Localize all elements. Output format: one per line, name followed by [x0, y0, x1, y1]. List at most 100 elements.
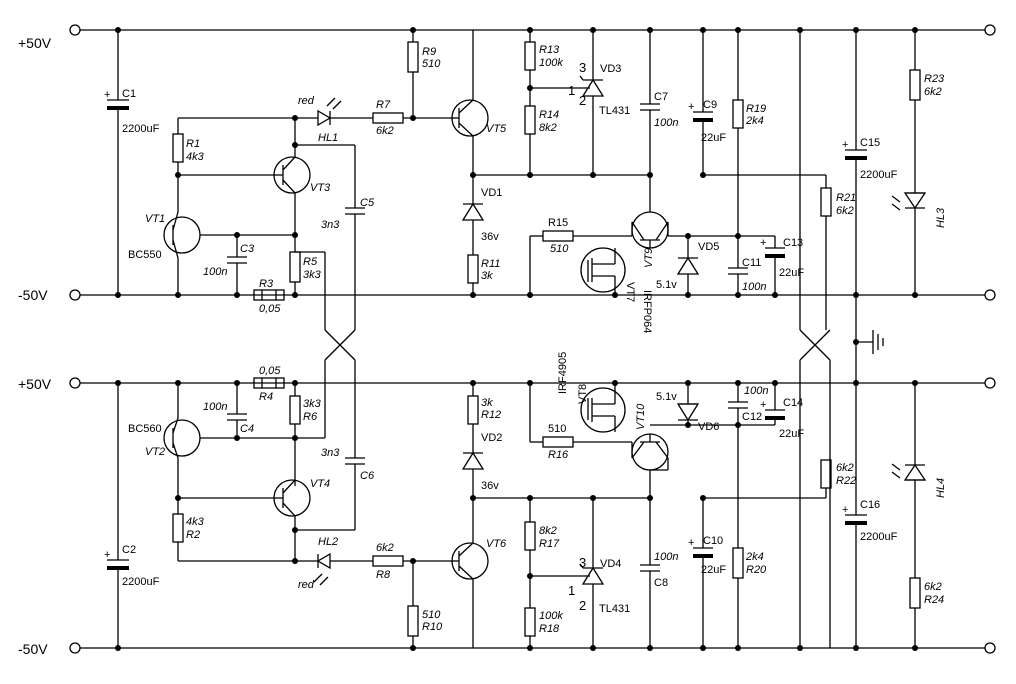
svg-text:+: +	[760, 237, 766, 249]
c12-ref: C12	[742, 411, 762, 423]
vd3-pin-ref: 1	[568, 83, 575, 98]
junction-dots	[115, 27, 918, 651]
r1-value: 4k3	[186, 151, 205, 163]
capacitor-c10: + C10 22uF	[688, 498, 726, 648]
capacitor-c3: C3 100n	[203, 235, 255, 295]
r11-ref: R11	[481, 258, 500, 270]
vd2-ref: VD2	[481, 432, 502, 444]
c9-value: 22uF	[701, 132, 726, 144]
r14-ref: R14	[539, 109, 559, 121]
capacitor-c16: + C16 2200uF	[842, 383, 898, 648]
led-hl3: HL3	[891, 192, 947, 295]
capacitor-c6: 3n3 C6	[295, 447, 375, 531]
resistor-r3: R3 0,05	[253, 278, 285, 315]
r8-ref: R8	[376, 569, 391, 581]
vt8-ref: VT8	[577, 384, 589, 404]
vt4-ref: VT4	[310, 478, 330, 490]
r19-value: 2k4	[745, 115, 764, 127]
c16-value: 2200uF	[860, 531, 898, 543]
vt9-ref: VT9	[643, 248, 655, 268]
vd4-pin-anode: 2	[579, 598, 586, 613]
resistor-r16: 510 R16	[529, 383, 632, 461]
c1-value: 2200uF	[122, 123, 160, 135]
vd6-ref: VD6	[698, 421, 719, 433]
capacitor-c8: 100n C8	[640, 470, 678, 648]
transistor-vt2: BC560 VT2	[128, 383, 201, 514]
capacitor-c9: + C9 22uF	[688, 30, 726, 175]
svg-text:+: +	[104, 89, 110, 101]
resistor-r18: 100k R18	[524, 607, 563, 648]
resistor-r2: 4k3 R2	[172, 513, 295, 562]
r20-ref: R20	[746, 564, 767, 576]
svg-text:+: +	[104, 549, 110, 561]
c11-ref: C11	[742, 257, 761, 269]
c2-ref: C2	[122, 544, 136, 556]
zener-vd6: 5.1v VD6	[656, 383, 719, 433]
capacitor-c4: 100n C4	[203, 383, 254, 438]
r23-value: 6k2	[924, 86, 942, 98]
svg-text:+: +	[842, 139, 848, 151]
r19-ref: R19	[746, 103, 766, 115]
resistor-r10: 510 R10	[407, 561, 443, 648]
r4-ref: R4	[259, 391, 273, 403]
r12-value: 3k	[481, 397, 493, 409]
vt1-type: BC550	[128, 249, 162, 261]
c4-value: 100n	[203, 401, 227, 413]
rail-label-top-neg: -50V	[18, 287, 48, 303]
capacitor-c14: + C14 22uF	[738, 383, 804, 440]
resistor-r11: R11 3k	[467, 254, 500, 295]
svg-text:+: +	[688, 101, 694, 113]
c5-value: 3n3	[321, 219, 340, 231]
c2-value: 2200uF	[122, 576, 160, 588]
capacitor-c13: + C13 22uF	[738, 235, 804, 295]
r23-ref: R23	[924, 73, 945, 85]
c14-ref: C14	[783, 397, 803, 409]
terminal-group	[69, 24, 996, 654]
vd1-ref: VD1	[481, 187, 502, 199]
led-hl1: red HL1	[295, 95, 373, 144]
led-hl4: HL4	[891, 383, 947, 498]
r9-ref: R9	[422, 46, 436, 58]
c3-ref: C3	[240, 243, 255, 255]
hl4-ref: HL4	[935, 478, 947, 498]
terminal-left-3	[69, 377, 81, 389]
vt7-ref: VT7	[624, 282, 636, 302]
vd4-ref: VD4	[600, 558, 621, 570]
rail-label-bot-neg: -50V	[18, 641, 48, 657]
shunt-regulator-vd4: 3 1 2 VD4 TL431	[568, 498, 630, 648]
transistor-vt4: VT4	[273, 478, 330, 561]
r21-ref: R21	[836, 192, 856, 204]
c7-ref: C7	[654, 91, 668, 103]
c5-ref: C5	[360, 197, 375, 209]
resistor-r6: 3k3 R6	[289, 383, 322, 486]
c9-ref: C9	[703, 99, 717, 111]
r17-ref: R17	[539, 538, 560, 550]
power-rails	[80, 29, 985, 649]
c11-value: 100n	[742, 281, 766, 293]
resistor-r7: R7 6k2	[372, 99, 450, 137]
capacitor-c2: + C2 2200uF	[104, 383, 160, 648]
c10-ref: C10	[703, 535, 723, 547]
terminal-right-4	[984, 642, 996, 654]
r3-ref: R3	[259, 278, 274, 290]
r22-ref: R22	[836, 475, 856, 487]
vt2-type: BC560	[128, 423, 162, 435]
mosfet-vt7: VT7 IRFP064	[580, 247, 653, 333]
resistor-r5: R5 3k3	[289, 251, 322, 295]
ground-symbol	[855, 295, 884, 383]
r24-value: 6k2	[924, 581, 942, 593]
vd3-ref: VD3	[600, 63, 621, 75]
r5-value: 3k3	[303, 269, 322, 281]
c13-value: 22uF	[779, 267, 804, 279]
c15-value: 2200uF	[860, 169, 898, 181]
hl2-ref: HL2	[318, 536, 338, 548]
r7-value: 6k2	[376, 125, 394, 137]
r7-ref: R7	[376, 99, 391, 111]
zener-vd2: VD2 36v	[461, 432, 502, 498]
resistor-r12: 3k R12	[467, 383, 501, 453]
resistor-r9: R9 510	[407, 30, 441, 118]
resistor-r23: R23 6k2	[909, 30, 945, 193]
r18-ref: R18	[539, 623, 560, 635]
vd4-type: TL431	[599, 603, 630, 615]
c8-ref: C8	[654, 577, 668, 589]
